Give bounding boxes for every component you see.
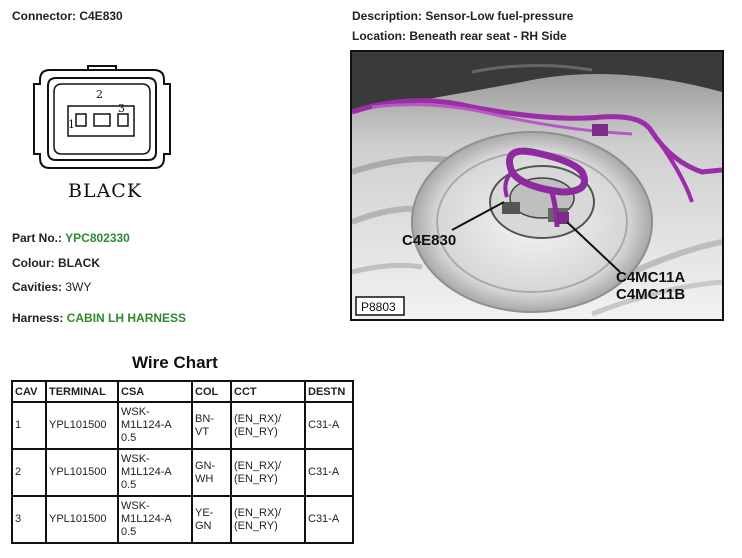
part-no-label: Part No.: YPC802330 — [12, 231, 130, 245]
colour-key: Colour: — [12, 256, 55, 270]
wire-chart-title: Wire Chart — [132, 353, 218, 372]
header-col: COL — [191, 380, 232, 403]
cav-cell: 3 — [11, 495, 47, 544]
callout-c4mc11b: C4MC11B — [616, 286, 685, 303]
location-key: Location: — [352, 29, 406, 43]
pin-2-terminal — [93, 113, 111, 127]
part-no-link[interactable]: YPC802330 — [65, 231, 130, 245]
cct-cell: (EN_RX)/(EN_RY) — [230, 448, 306, 497]
location-value: Beneath rear seat - RH Side — [409, 29, 567, 43]
cavities-label: Cavities: 3WY — [12, 280, 91, 294]
header-cct: CCT — [230, 380, 306, 403]
terminal-cell: YPL101500 — [45, 401, 119, 450]
cavities-key: Cavities: — [12, 280, 63, 294]
header-cav: CAV — [11, 380, 47, 403]
connector-color-label: BLACK — [68, 180, 143, 202]
destn-cell: C31-A — [304, 495, 354, 544]
callout-c4e830: C4E830 — [402, 232, 456, 249]
description-key: Description: — [352, 9, 423, 23]
part-no-key: Part No.: — [12, 231, 63, 245]
location-photo: C4E830 C4MC11A C4MC11B P8803 — [350, 50, 724, 321]
pin-2-number: 2 — [96, 88, 103, 101]
wire-chart-table: CAV TERMINAL CSA COL CCT DESTN 1 YPL1015… — [11, 380, 354, 544]
wire-chart-header-row: CAV TERMINAL CSA COL CCT DESTN — [11, 380, 354, 403]
harness-link[interactable]: CABIN LH HARNESS — [66, 311, 187, 325]
photo-ref-code: P8803 — [361, 300, 396, 314]
pin-1-terminal — [75, 113, 87, 127]
pin-3-number: 3 — [118, 102, 125, 115]
colour-label: Colour: BLACK — [12, 256, 100, 270]
connector-label-key: Connector: — [12, 9, 76, 23]
location-photo-illustration: C4E830 C4MC11A C4MC11B P8803 — [350, 52, 723, 319]
cct-cell: (EN_RX)/(EN_RY) — [230, 401, 306, 450]
col-cell: BN-VT — [191, 401, 232, 450]
cct-cell: (EN_RX)/(EN_RY) — [230, 495, 306, 544]
cav-cell: 2 — [11, 448, 47, 497]
header-destn: DESTN — [304, 380, 354, 403]
connector-label: Connector: C4E830 — [12, 9, 123, 23]
colour-value: BLACK — [58, 256, 100, 270]
connector-id: C4E830 — [79, 9, 123, 23]
harness-label: Harness: CABIN LH HARNESS — [12, 311, 186, 325]
location-label: Location: Beneath rear seat - RH Side — [352, 29, 567, 43]
col-cell: YE-GN — [191, 495, 232, 544]
destn-cell: C31-A — [304, 401, 354, 450]
cav-cell: 1 — [11, 401, 47, 450]
cavities-value: 3WY — [65, 280, 92, 294]
header-csa: CSA — [117, 380, 193, 403]
pin-3-terminal — [117, 113, 129, 127]
col-cell: GN-WH — [191, 448, 232, 497]
destn-cell: C31-A — [304, 448, 354, 497]
header-terminal: TERMINAL — [45, 380, 119, 403]
description-value: Sensor-Low fuel-pressure — [425, 9, 574, 23]
connector-face-diagram: 1 2 3 — [33, 65, 171, 169]
terminal-cell: YPL101500 — [45, 495, 119, 544]
callout-c4mc11a: C4MC11A — [616, 269, 685, 286]
pin-1-number: 1 — [68, 118, 75, 131]
harness-key: Harness: — [12, 311, 64, 325]
terminal-cell: YPL101500 — [45, 448, 119, 497]
description-label: Description: Sensor-Low fuel-pressure — [352, 9, 573, 23]
